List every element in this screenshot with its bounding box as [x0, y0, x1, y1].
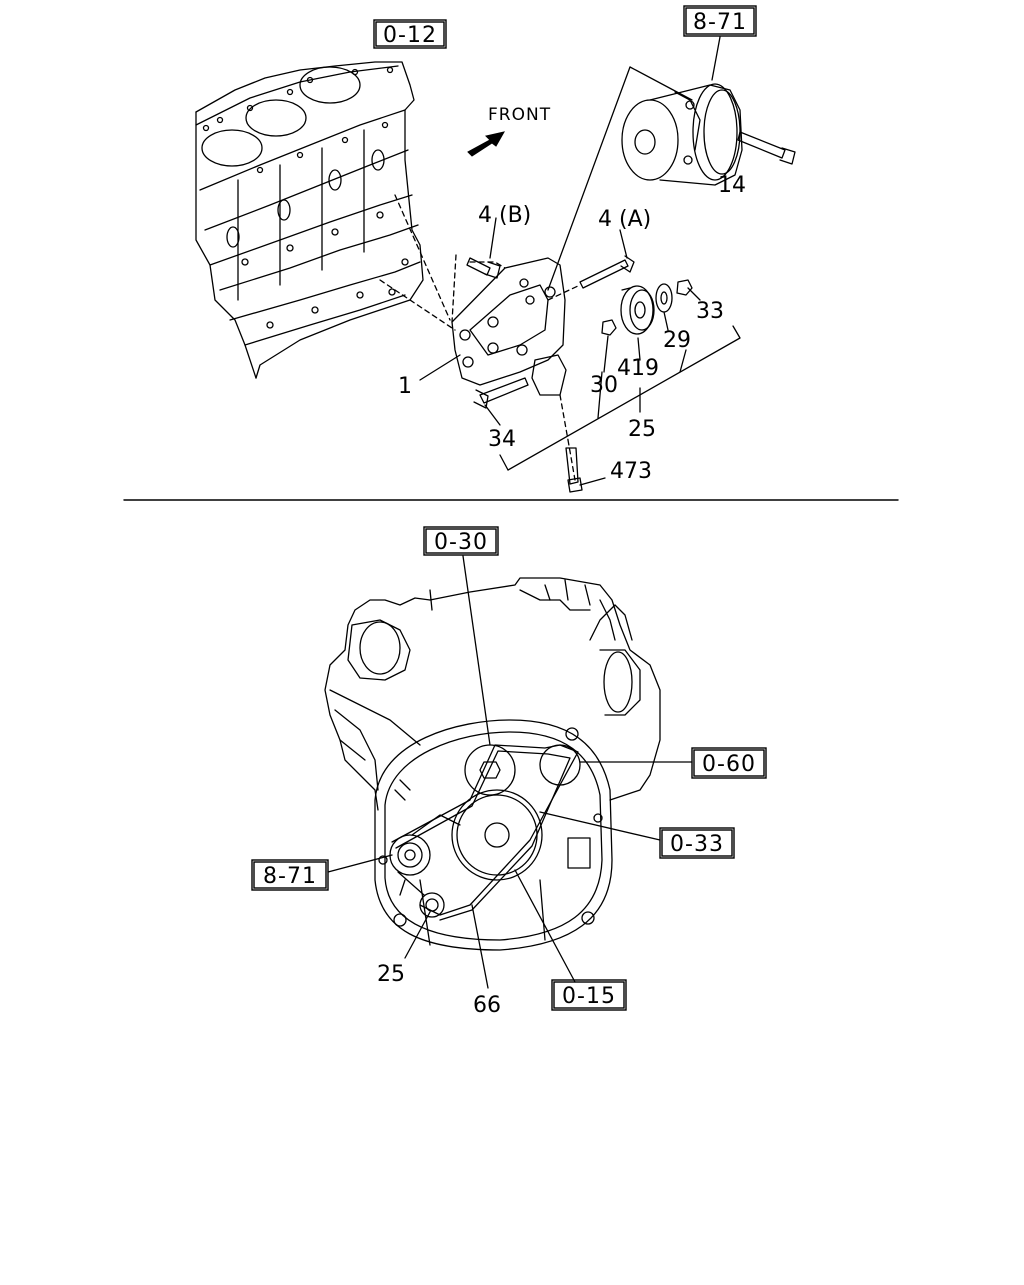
ref-box-0-33[interactable]: 0-33 [670, 832, 724, 857]
part-number-14: 14 [718, 173, 746, 198]
part-number-473: 473 [610, 459, 652, 484]
part-number-1: 1 [398, 374, 412, 399]
part-number-419: 419 [617, 356, 659, 381]
part-number-33: 33 [696, 299, 724, 324]
ref-box-8-71-top[interactable]: 8-71 [693, 10, 747, 35]
pulley-drawing [620, 285, 655, 335]
compressor-drawing [621, 83, 796, 186]
ref-box-0-15[interactable]: 0-15 [562, 984, 616, 1009]
part-number-4b: 4 (B) [478, 203, 531, 228]
ref-box-0-12[interactable]: 0-12 [383, 23, 437, 48]
bracket-drawing [451, 254, 567, 396]
cylinder-block-drawing [195, 61, 456, 379]
ref-box-0-60[interactable]: 0-60 [702, 752, 756, 777]
part-number-25-bottom: 25 [377, 962, 405, 987]
engine-front-view-drawing [324, 577, 661, 951]
ref-box-outline [373, 19, 447, 49]
part-number-29: 29 [663, 328, 691, 353]
front-label: FRONT [488, 105, 551, 125]
part-number-4a: 4 (A) [598, 207, 651, 232]
ref-box-0-30[interactable]: 0-30 [434, 530, 488, 555]
part-number-25-top: 25 [628, 417, 656, 442]
part-number-66: 66 [473, 993, 501, 1018]
part-number-30: 30 [590, 373, 618, 398]
part-number-34: 34 [488, 427, 516, 452]
front-arrow-icon [467, 131, 505, 157]
ref-box-8-71-bottom[interactable]: 8-71 [263, 864, 317, 889]
